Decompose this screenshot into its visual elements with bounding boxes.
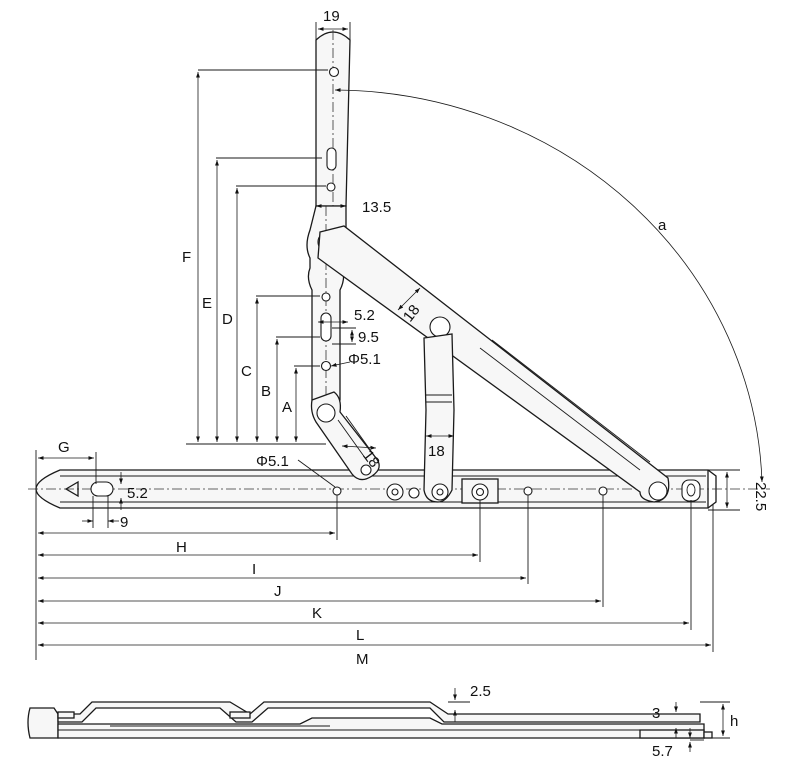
dim-phi-arm: Φ5.1 bbox=[348, 351, 381, 368]
triangle-mark bbox=[64, 480, 79, 498]
diagonal-end-pivot bbox=[648, 481, 668, 501]
stay-link bbox=[423, 333, 455, 503]
arm-hole-phi bbox=[320, 360, 332, 372]
label-G: G bbox=[58, 439, 70, 456]
label-K: K bbox=[312, 605, 322, 622]
label-B: B bbox=[261, 383, 271, 400]
right-slot bbox=[681, 479, 701, 502]
base-hole-3 bbox=[598, 486, 608, 496]
label-D: D bbox=[222, 311, 233, 328]
label-M: M bbox=[356, 651, 369, 668]
label-J: J bbox=[274, 583, 282, 600]
label-H: H bbox=[176, 539, 187, 556]
dim-5-2-base: 5.2 bbox=[127, 485, 148, 502]
label-E: E bbox=[202, 295, 212, 312]
label-h: h bbox=[730, 713, 738, 730]
dim-2-5: 2.5 bbox=[470, 683, 491, 700]
arm-hole-mid bbox=[321, 292, 331, 302]
diagonal-pivot bbox=[429, 316, 451, 338]
label-C: C bbox=[241, 363, 252, 380]
dim-phi-base: Φ5.1 bbox=[256, 453, 289, 470]
dim-5-7: 5.7 bbox=[652, 743, 673, 760]
vertical-dimensions: F E D C B A bbox=[182, 69, 328, 445]
dim-9: 9 bbox=[120, 514, 128, 531]
arm-slot-lower bbox=[320, 312, 332, 342]
dim-13-5: 13.5 bbox=[362, 199, 391, 216]
label-I: I bbox=[252, 561, 256, 578]
label-F: F bbox=[182, 249, 191, 266]
end-cap bbox=[27, 707, 59, 739]
angle-arc bbox=[334, 88, 764, 483]
base-dimensions: G Φ5.1 5.2 9 22.5 H I J K bbox=[35, 439, 769, 668]
base-hole-1 bbox=[332, 486, 342, 496]
dim-18-diagonal: 18 bbox=[400, 302, 424, 326]
label-a: a bbox=[658, 217, 667, 234]
dim-19: 19 bbox=[323, 8, 340, 25]
arm-slot-upper bbox=[326, 147, 337, 171]
dim-3: 3 bbox=[652, 705, 660, 722]
dim-5-2-arm: 5.2 bbox=[354, 307, 375, 324]
arm-dimensions: 19 13.5 18 5.2 9.5 Φ5.1 18 18 bbox=[315, 8, 454, 471]
left-slot bbox=[90, 481, 114, 497]
label-A: A bbox=[282, 399, 292, 416]
dim-9-5: 9.5 bbox=[358, 329, 379, 346]
dim-18-link: 18 bbox=[428, 443, 445, 460]
base-hole-2 bbox=[523, 486, 533, 496]
dim-22-5: 22.5 bbox=[752, 482, 769, 511]
arm-hole-upper bbox=[326, 182, 336, 192]
label-L: L bbox=[356, 627, 364, 644]
side-arm bbox=[57, 701, 701, 723]
arm-hole-top bbox=[328, 66, 340, 78]
dim-18-small: 18 bbox=[359, 447, 383, 471]
side-view: 2.5 3 5.7 h bbox=[27, 683, 738, 760]
